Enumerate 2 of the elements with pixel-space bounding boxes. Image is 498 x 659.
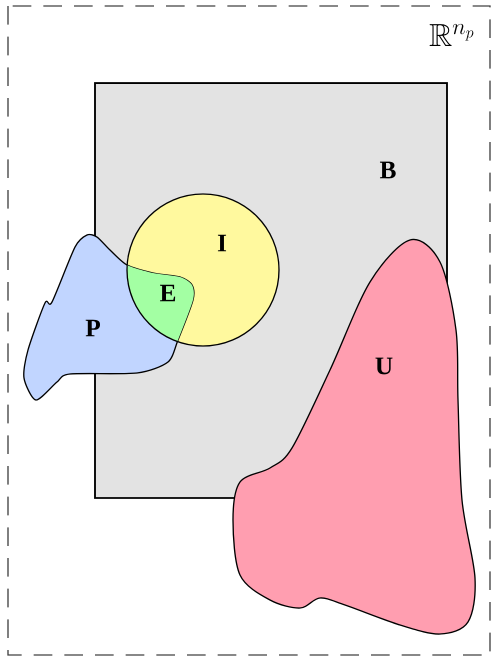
overlap-region: E [126,234,194,347]
blob-region: U [232,238,476,635]
